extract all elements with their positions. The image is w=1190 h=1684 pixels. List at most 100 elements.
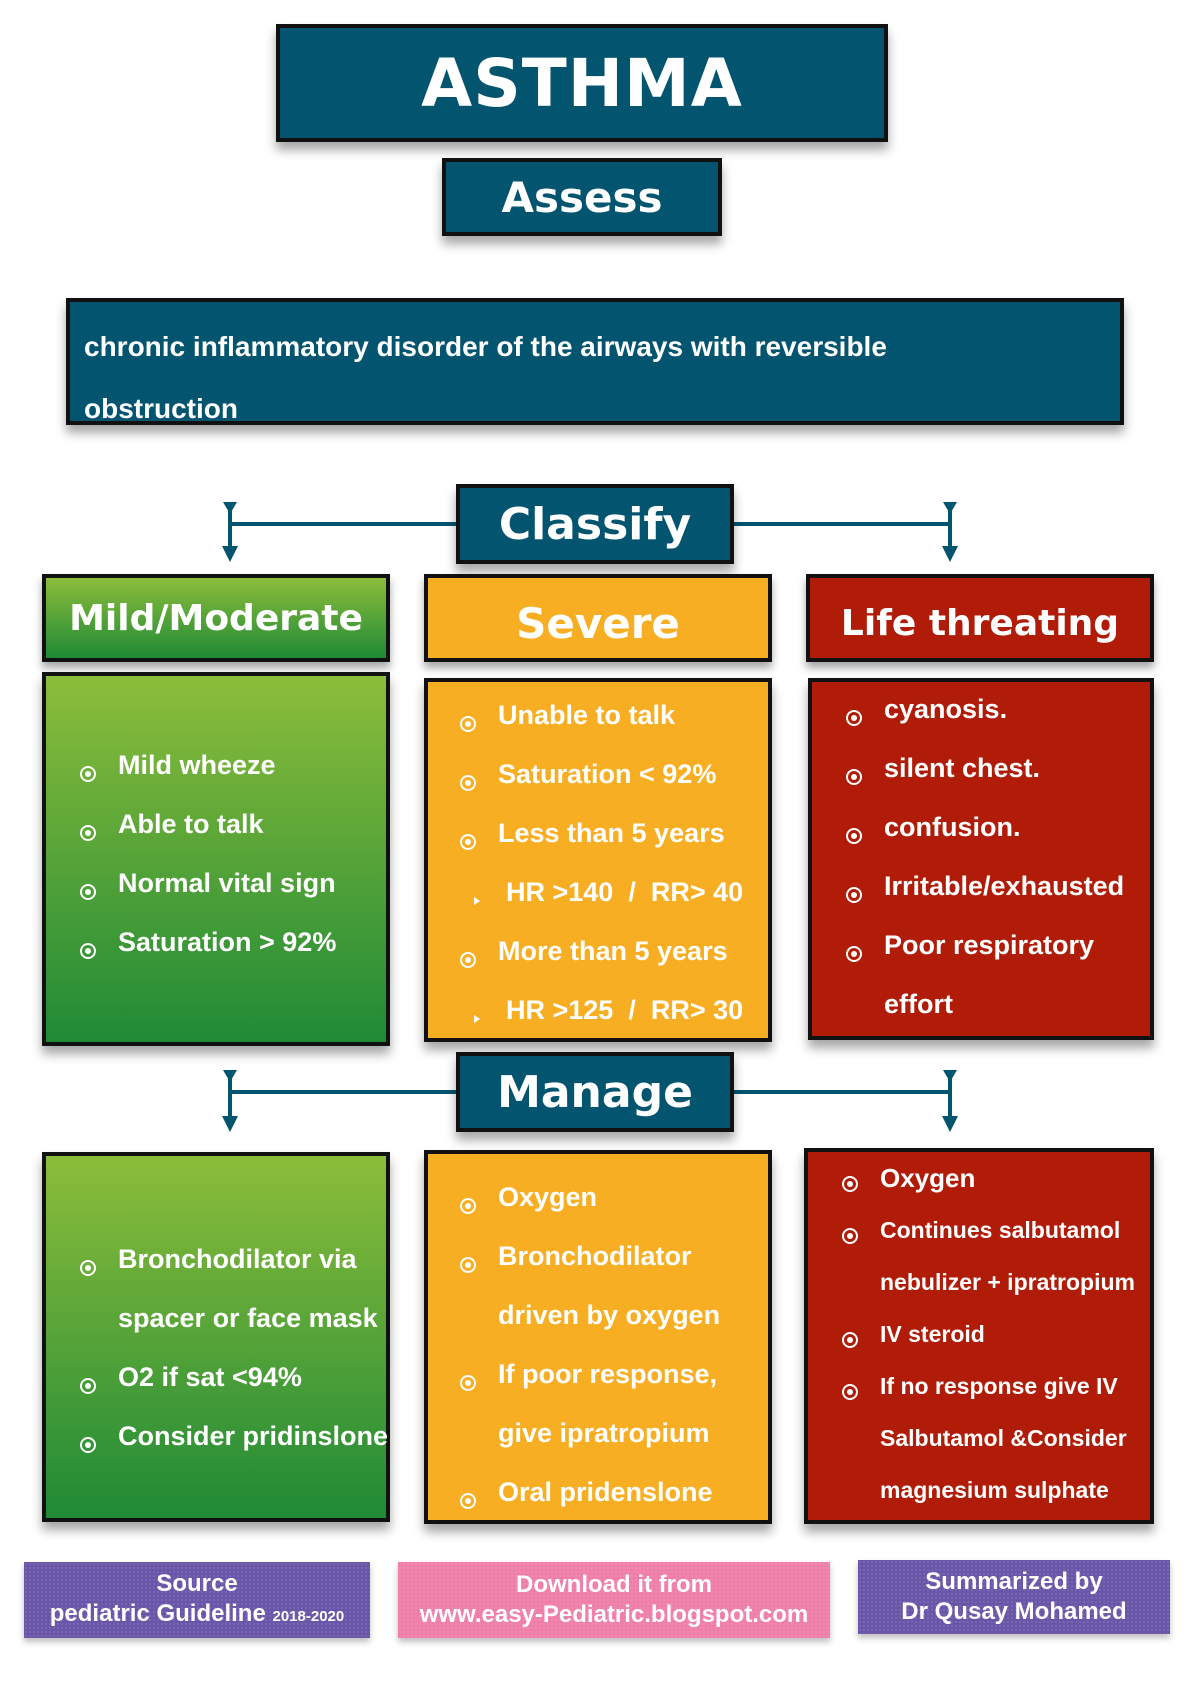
bullet-icon bbox=[460, 833, 476, 850]
classify-vline-left bbox=[228, 508, 232, 548]
bullet-icon bbox=[460, 1374, 476, 1391]
list-item: Mild wheeze bbox=[80, 744, 386, 803]
life-sign-list: cyanosis. silent chest. confusion. Irrit… bbox=[846, 688, 1150, 1042]
classify-life-card: cyanosis. silent chest. confusion. Irrit… bbox=[808, 678, 1154, 1040]
bullet-icon bbox=[842, 1176, 858, 1192]
category-mild-moderate: Mild/Moderate bbox=[42, 574, 390, 662]
list-item: Continues salbutamol bbox=[842, 1210, 1150, 1262]
bullet-icon bbox=[842, 1384, 858, 1400]
bullet-icon bbox=[846, 768, 862, 785]
source-label: Source bbox=[156, 1569, 238, 1597]
bullet-icon bbox=[80, 883, 96, 900]
definition-box: chronic inflammatory disorder of the air… bbox=[66, 298, 1124, 425]
list-item: IV steroid bbox=[842, 1314, 1150, 1366]
classify-vline-right bbox=[948, 508, 952, 548]
classify-tick-right bbox=[943, 502, 957, 514]
manage-arrow-left bbox=[222, 1116, 238, 1132]
bullet-icon bbox=[846, 709, 862, 726]
title-banner: ASTHMA bbox=[276, 24, 888, 142]
bullet-icon bbox=[842, 1228, 858, 1244]
list-item: Less than 5 years bbox=[460, 812, 768, 871]
list-item-continued: spacer or face mask bbox=[118, 1303, 378, 1333]
bullet-icon bbox=[460, 1197, 476, 1214]
list-item: Bronchodilator bbox=[460, 1235, 768, 1294]
bullet-icon bbox=[460, 1492, 476, 1509]
list-item: Normal vital sign bbox=[80, 862, 386, 921]
classify-severe-card: Unable to talk Saturation < 92% Less tha… bbox=[424, 678, 772, 1042]
bullet-icon bbox=[846, 945, 862, 962]
bullet-icon bbox=[80, 824, 96, 841]
bullet-icon bbox=[460, 715, 476, 732]
assess-header: Assess bbox=[442, 158, 722, 236]
download-label: Download it from bbox=[516, 1571, 712, 1598]
manage-severe-card: Oxygen Bronchodilator driven by oxygen I… bbox=[424, 1150, 772, 1524]
triangle-bullet-icon bbox=[474, 1014, 480, 1023]
manage-vline-right bbox=[948, 1076, 952, 1118]
classify-arrow-right bbox=[942, 546, 958, 562]
category-severe: Severe bbox=[424, 574, 772, 662]
classify-mild-card: Mild wheeze Able to talk Normal vital si… bbox=[42, 672, 390, 1046]
bullet-icon bbox=[460, 1256, 476, 1273]
triangle-bullet-icon bbox=[474, 896, 480, 905]
list-item: Unable to talk bbox=[460, 694, 768, 753]
manage-tick-right bbox=[943, 1070, 957, 1082]
list-item: Saturation < 92% bbox=[460, 753, 768, 812]
manage-tick-left bbox=[223, 1070, 237, 1082]
mild-sign-list: Mild wheeze Able to talk Normal vital si… bbox=[80, 744, 386, 980]
list-item-continued: magnesium sulphate bbox=[880, 1477, 1109, 1503]
bullet-icon bbox=[460, 951, 476, 968]
list-item: O2 if sat <94% bbox=[80, 1356, 386, 1415]
list-item: Consider pridinslone bbox=[80, 1415, 388, 1474]
download-footer: Download it from www.easy-Pediatric.blog… bbox=[398, 1562, 830, 1638]
definition-line-1: chronic inflammatory disorder of the air… bbox=[84, 331, 887, 362]
manage-life-card: Oxygen Continues salbutamol nebulizer + … bbox=[804, 1148, 1154, 1524]
classify-connector-right bbox=[732, 522, 952, 526]
list-item: cyanosis. bbox=[846, 688, 1150, 747]
manage-connector-right bbox=[732, 1090, 952, 1094]
bullet-icon bbox=[80, 1259, 96, 1276]
bullet-icon bbox=[80, 1436, 96, 1453]
list-item: Poor respiratory bbox=[846, 924, 1150, 983]
list-subitem: HR >125 / RR> 30 bbox=[460, 989, 768, 1048]
list-item-continued: nebulizer + ipratropium bbox=[880, 1269, 1135, 1295]
download-link[interactable]: www.easy-Pediatric.blogspot.com bbox=[419, 1601, 809, 1628]
bullet-icon bbox=[460, 774, 476, 791]
severe-sign-list: Unable to talk Saturation < 92% Less tha… bbox=[460, 694, 768, 1048]
list-item: silent chest. bbox=[846, 747, 1150, 806]
bullet-icon bbox=[80, 765, 96, 782]
summary-label: Summarized by bbox=[925, 1568, 1103, 1595]
summary-author: Dr Qusay Mohamed bbox=[901, 1598, 1127, 1625]
page-title: ASTHMA bbox=[421, 44, 743, 122]
list-item: More than 5 years bbox=[460, 930, 768, 989]
classify-header: Classify bbox=[456, 484, 734, 564]
manage-vline-left bbox=[228, 1076, 232, 1118]
classify-tick-left bbox=[223, 502, 237, 514]
list-item: If poor response, bbox=[460, 1353, 768, 1412]
manage-mild-card: Bronchodilator via spacer or face mask O… bbox=[42, 1152, 390, 1522]
classify-arrow-left bbox=[222, 546, 238, 562]
list-item: Oxygen bbox=[842, 1158, 1150, 1210]
list-item: Saturation > 92% bbox=[80, 921, 386, 980]
list-item-continued: effort bbox=[884, 989, 953, 1019]
bullet-icon bbox=[846, 827, 862, 844]
list-item-continued: give ipratropium bbox=[498, 1418, 710, 1448]
list-item: If no response give IV bbox=[842, 1366, 1150, 1418]
severe-treatment-list: Oxygen Bronchodilator driven by oxygen I… bbox=[460, 1176, 768, 1530]
source-footer: Source pediatric Guideline 2018-2020 bbox=[24, 1562, 370, 1638]
summary-footer: Summarized by Dr Qusay Mohamed bbox=[858, 1560, 1170, 1634]
manage-header: Manage bbox=[456, 1052, 734, 1132]
list-subitem: HR >140 / RR> 40 bbox=[460, 871, 768, 930]
list-item: Able to talk bbox=[80, 803, 386, 862]
list-item: confusion. bbox=[846, 806, 1150, 865]
bullet-icon bbox=[846, 886, 862, 903]
list-item-continued: Salbutamol &Consider bbox=[880, 1425, 1127, 1451]
list-item: Oxygen bbox=[460, 1176, 768, 1235]
classify-connector-left bbox=[230, 522, 458, 526]
list-item: Oral pridenslone bbox=[460, 1471, 768, 1530]
list-item: Irritable/exhausted bbox=[846, 865, 1150, 924]
manage-connector-left bbox=[230, 1090, 458, 1094]
source-guideline: pediatric Guideline 2018-2020 bbox=[49, 1599, 345, 1627]
mild-treatment-list: Bronchodilator via spacer or face mask O… bbox=[80, 1238, 388, 1474]
manage-arrow-right bbox=[942, 1116, 958, 1132]
bullet-icon bbox=[80, 1377, 96, 1394]
